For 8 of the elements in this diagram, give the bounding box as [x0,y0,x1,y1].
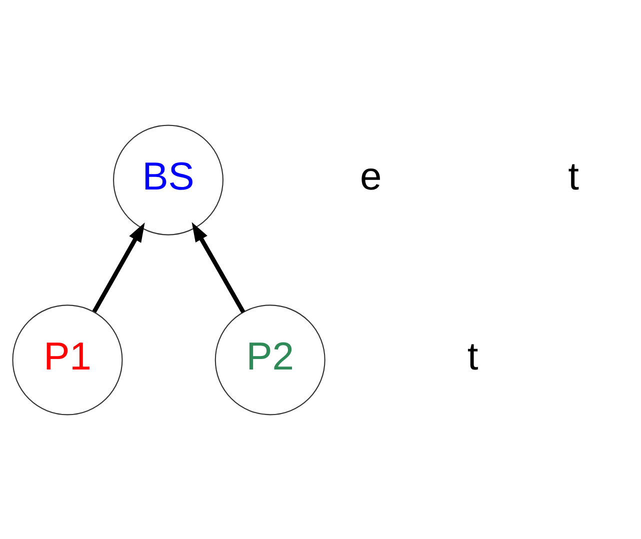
arrow [192,222,246,313]
label: t [568,155,579,198]
node-circle: P2 [214,304,326,415]
node-circle: BS [112,124,224,235]
node-circle: P1 [12,304,123,415]
arrow [92,222,145,312]
label: e [360,155,382,198]
label: t [467,334,478,378]
